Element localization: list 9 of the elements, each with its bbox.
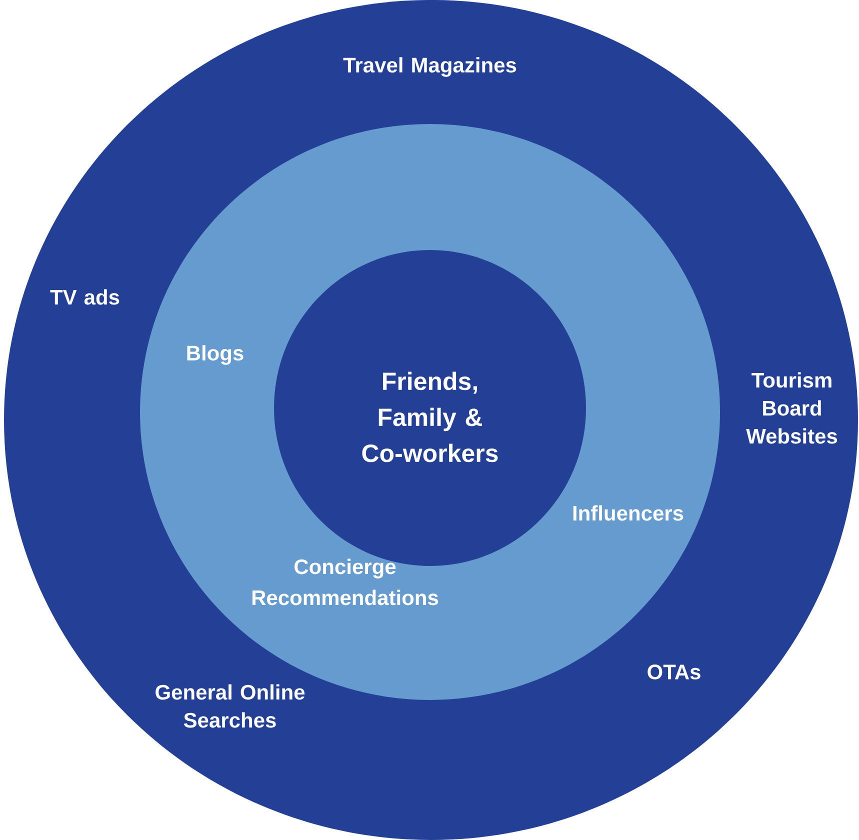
ring-label: Blogs <box>187 345 244 365</box>
ring-label: Tourism Board Websites <box>746 372 838 444</box>
ring-label: Travel Magazines <box>343 57 516 77</box>
ring-label: Friends, Family & Co-workers <box>362 372 498 462</box>
ring-label: Concierge Recommendations <box>252 558 438 606</box>
ring-label: General Online Searches <box>156 684 305 728</box>
ring-label: Influencers <box>573 505 684 521</box>
ring-label: OTAs <box>648 664 700 680</box>
ring-label: TV ads <box>50 289 120 305</box>
